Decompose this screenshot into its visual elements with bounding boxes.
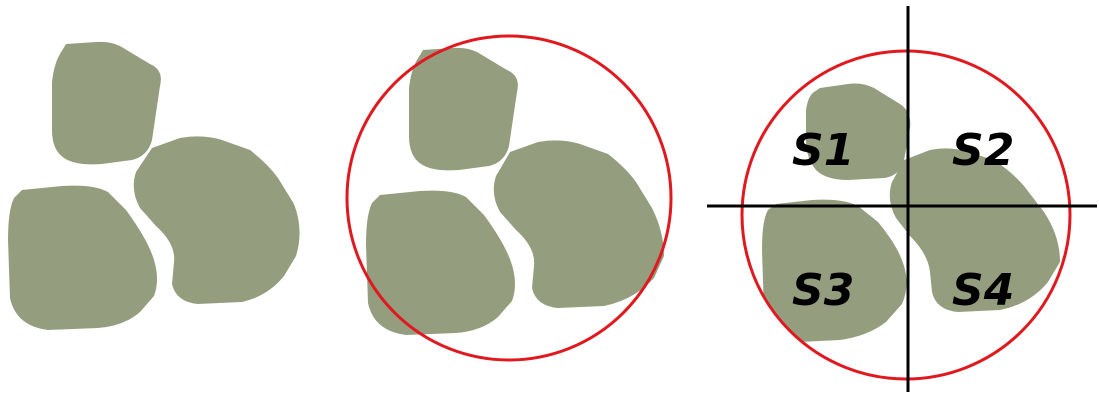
particle-top [409, 48, 518, 171]
label-s1: S1 [792, 125, 854, 176]
panel-enclosing-circle [347, 36, 671, 360]
panel-quadrants: S1 S2 S3 S4 [707, 6, 1097, 392]
particle-left [8, 186, 157, 330]
particle-right [134, 136, 300, 304]
particle-right [494, 140, 664, 308]
panel-particles [8, 42, 300, 330]
label-s2: S2 [952, 125, 1014, 176]
label-s4: S4 [952, 265, 1014, 316]
particle-left [366, 191, 515, 335]
label-s3: S3 [792, 265, 854, 316]
particle-top [52, 42, 161, 165]
